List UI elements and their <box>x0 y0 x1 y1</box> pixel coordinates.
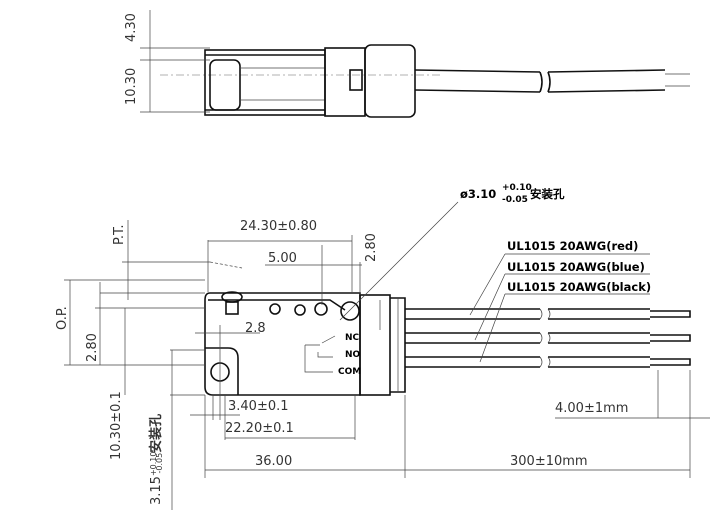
dim-2-80-left: 2.80 <box>85 333 100 362</box>
wire-label-black: UL1015 20AWG(black) <box>507 280 651 294</box>
mount-hole-note: 安装孔 <box>530 187 565 201</box>
dim-op: O.P. <box>55 306 70 330</box>
top-view: 4.30 10.30 <box>124 10 690 118</box>
wires <box>405 308 691 368</box>
dim-300: 300±10mm <box>510 454 588 469</box>
dim-2-8: 2.8 <box>245 321 266 336</box>
dim-2-80-right: 2.80 <box>364 233 379 262</box>
dim-22-20: 22.20±0.1 <box>225 421 294 436</box>
terminal-nc: NC <box>345 333 360 343</box>
top-dim-10-30: 10.30 <box>124 68 139 105</box>
dim-36-00: 36.00 <box>255 454 292 469</box>
dim-hole-3-15: 3.15+0.10-0.05安装孔 <box>148 414 164 505</box>
terminal-com: COM <box>338 367 361 377</box>
terminal-no: NO <box>345 350 361 360</box>
wire-label-red: UL1015 20AWG(red) <box>507 239 638 253</box>
side-view: NC NO COM UL1015 20AWG(red) UL1015 20AWG… <box>55 183 710 510</box>
top-dim-4-30: 4.30 <box>124 13 139 42</box>
mount-hole-tol-plus: +0.10 <box>502 183 532 193</box>
dim-3-40: 3.40±0.1 <box>228 399 289 414</box>
dim-5-00: 5.00 <box>268 251 297 266</box>
dim-4-00: 4.00±1mm <box>555 401 628 416</box>
mount-hole-tol-minus: -0.05 <box>502 195 528 205</box>
dim-10-30: 10.30±0.1 <box>109 391 124 460</box>
dim-24-30: 24.30±0.80 <box>240 219 317 234</box>
mount-hole-callout: ø3.10 <box>460 187 496 201</box>
dim-pt: P.T. <box>112 225 127 245</box>
wire-label-blue: UL1015 20AWG(blue) <box>507 260 645 274</box>
